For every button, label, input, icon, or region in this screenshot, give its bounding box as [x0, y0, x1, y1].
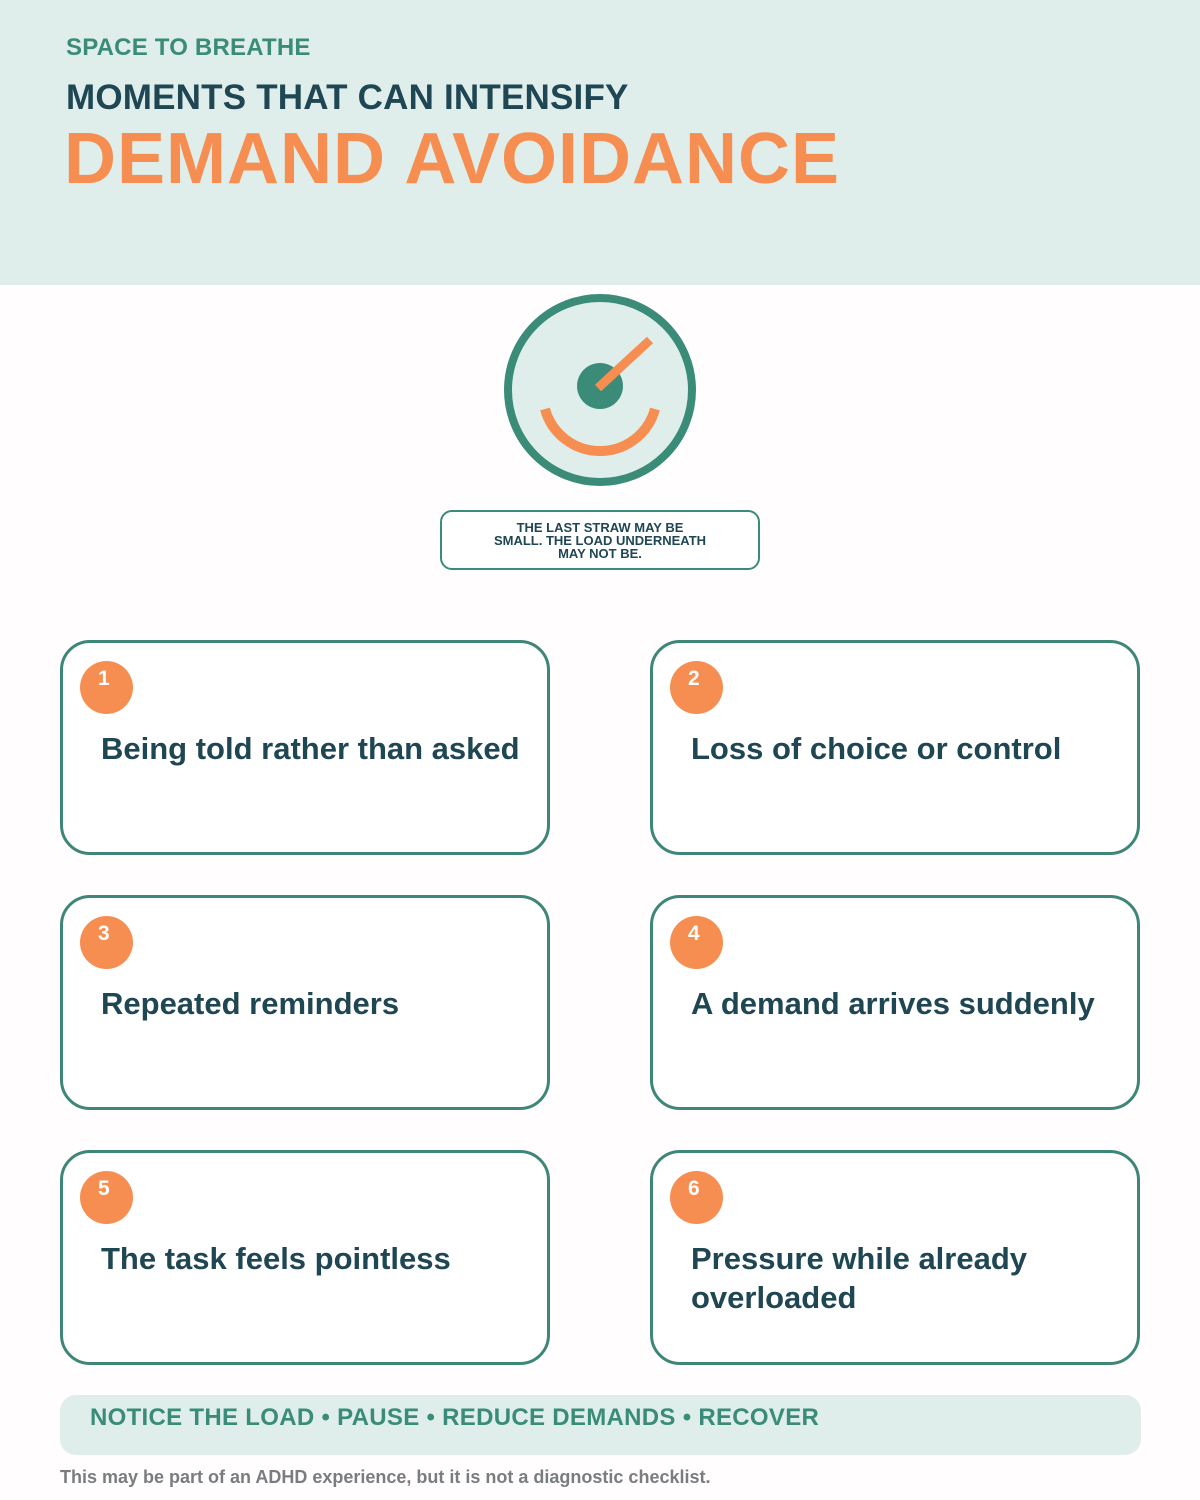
card-6: 6 Pressure while already overloaded	[650, 1150, 1140, 1365]
card-text: The task feels pointless	[101, 1241, 451, 1276]
gauge-face-icon	[504, 294, 696, 486]
card-text: Repeated reminders	[101, 986, 400, 1021]
card-3: 3 Repeated reminders	[60, 895, 550, 1110]
steps-banner: NOTICE THE LOAD • PAUSE • REDUCE DEMANDS…	[60, 1395, 1141, 1455]
card-text: Pressure while already overloaded	[691, 1241, 1028, 1315]
number-badge: 2	[670, 661, 723, 714]
card-4: 4 A demand arrives suddenly	[650, 895, 1140, 1110]
number-badge: 6	[670, 1171, 723, 1224]
page-title: DEMAND AVOIDANCE	[64, 119, 841, 199]
number-badge: 1	[80, 661, 133, 714]
number-badge: 3	[80, 916, 133, 969]
eyebrow-text: SPACE TO BREATHE	[66, 34, 311, 61]
steps-text: NOTICE THE LOAD • PAUSE • REDUCE DEMANDS…	[90, 1404, 820, 1431]
card-text: Being told rather than asked	[101, 731, 520, 766]
subtitle: MOMENTS THAT CAN INTENSIFY	[66, 78, 629, 117]
card-text: A demand arrives suddenly	[691, 986, 1095, 1021]
disclaimer: This may be part of an ADHD experience, …	[60, 1467, 711, 1487]
header-banner: SPACE TO BREATHE MOMENTS THAT CAN INTENS…	[0, 0, 1200, 285]
number-badge: 5	[80, 1171, 133, 1224]
quote-text: THE LAST STRAW MAY BE SMALL. THE LOAD UN…	[493, 519, 707, 561]
card-5: 5 The task feels pointless	[60, 1150, 550, 1365]
quote-box: THE LAST STRAW MAY BE SMALL. THE LOAD UN…	[440, 510, 760, 570]
number-badge: 4	[670, 916, 723, 969]
card-1: 1 Being told rather than asked	[60, 640, 550, 855]
card-2: 2 Loss of choice or control	[650, 640, 1140, 855]
card-text: Loss of choice or control	[691, 731, 1062, 766]
